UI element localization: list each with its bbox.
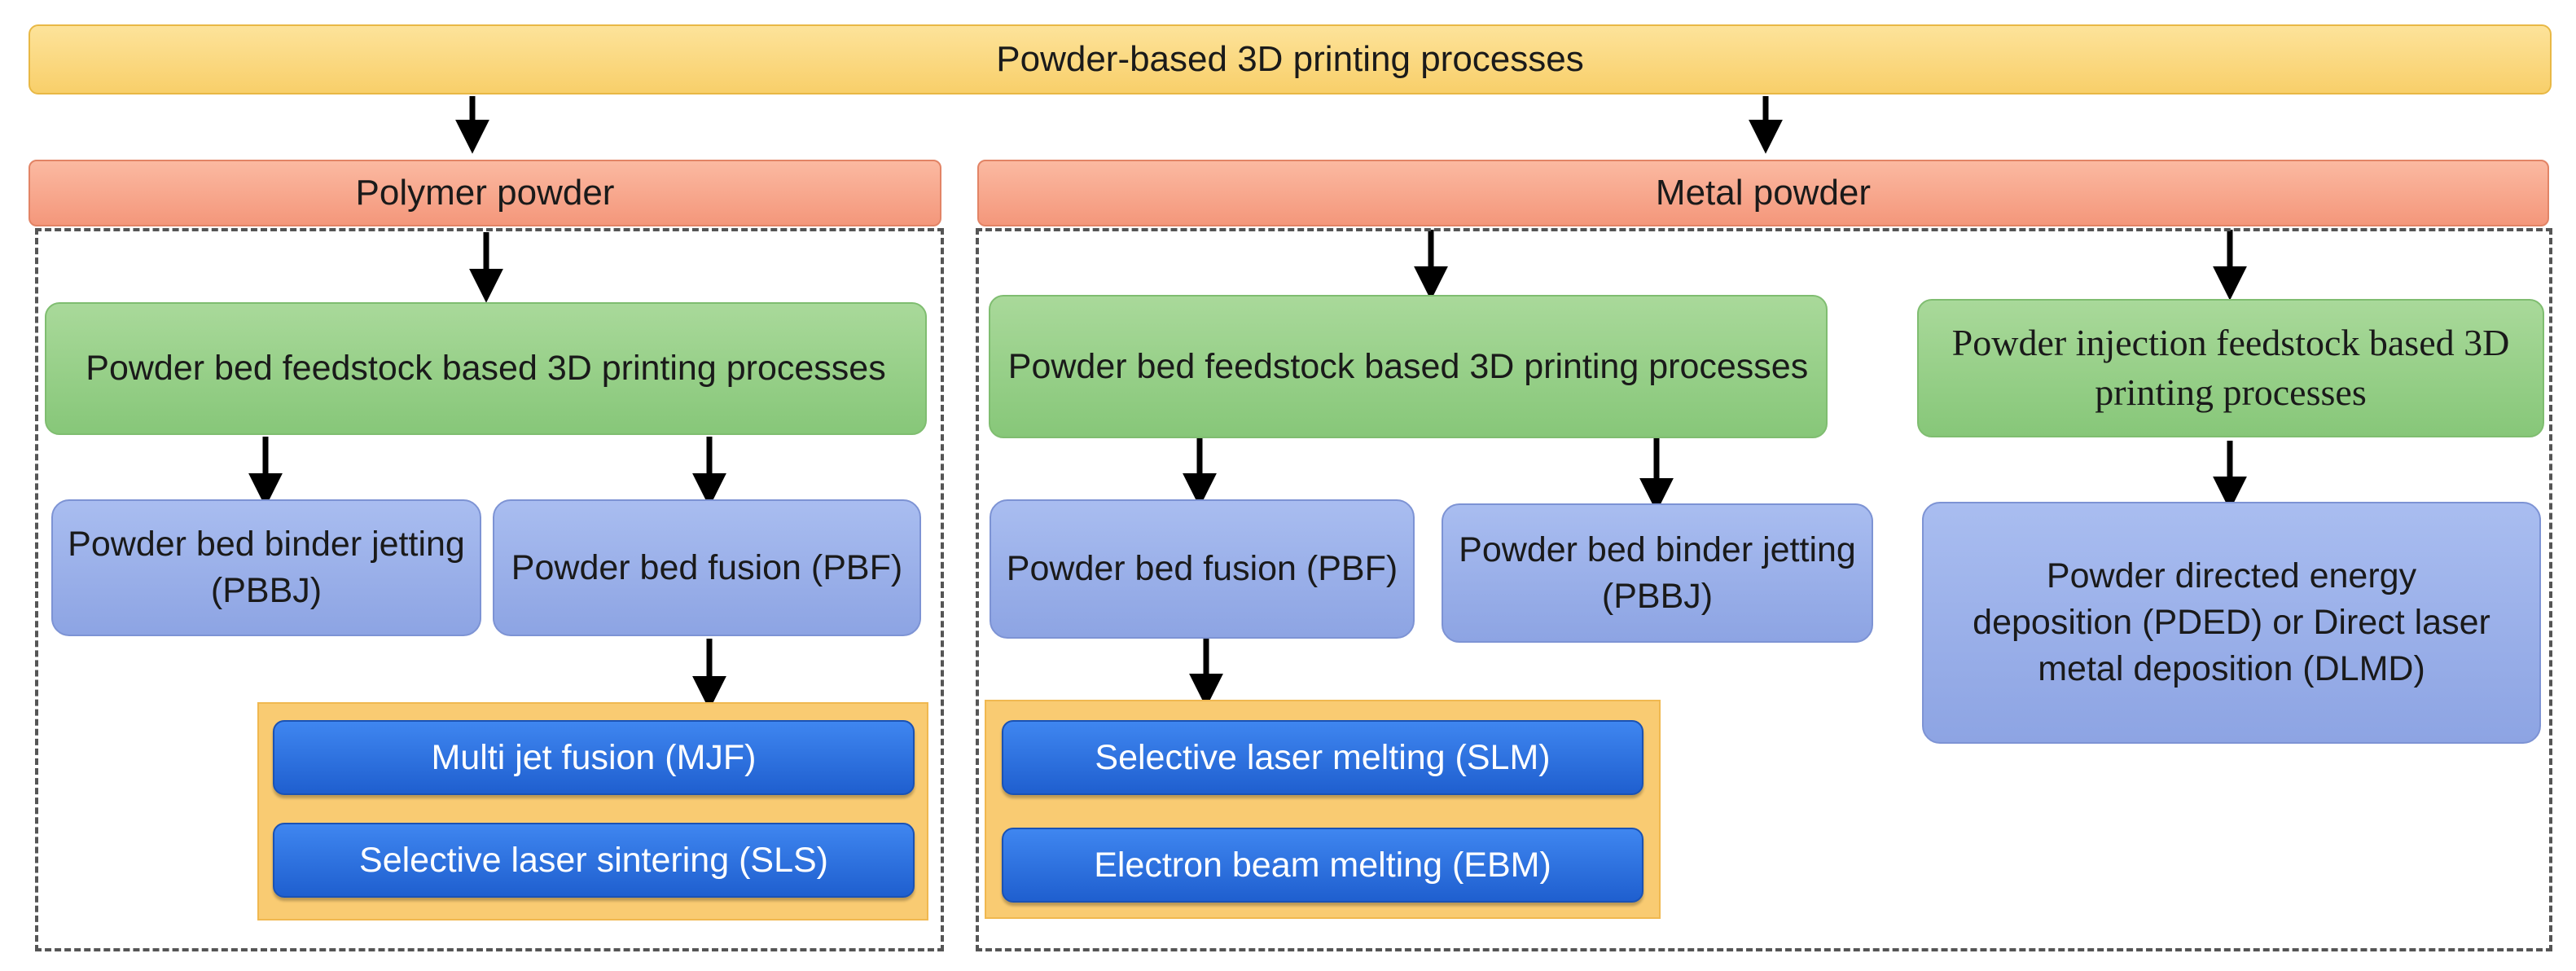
polymer-powder-header: Polymer powder [29, 160, 941, 226]
ebm-method: Electron beam melting (EBM) [1002, 828, 1643, 903]
polymer-bed-fusion-node: Powder bed fusion (PBF) [493, 499, 921, 636]
slm-method: Selective laser melting (SLM) [1002, 720, 1643, 795]
metal-bed-feedstock-node: Powder bed feedstock based 3D printing p… [989, 295, 1828, 438]
diagram-title: Powder-based 3D printing processes [29, 24, 2552, 94]
metal-bed-fusion-node: Powder bed fusion (PBF) [990, 499, 1415, 639]
metal-ded-node: Powder directed energy deposition (PDED)… [1922, 502, 2541, 744]
polymer-binder-jetting-node: Powder bed binder jetting (PBBJ) [51, 499, 481, 636]
metal-powder-header: Metal powder [977, 160, 2549, 226]
mjf-method: Multi jet fusion (MJF) [273, 720, 915, 795]
metal-binder-jetting-node: Powder bed binder jetting (PBBJ) [1442, 503, 1873, 643]
sls-method: Selective laser sintering (SLS) [273, 823, 915, 898]
metal-group-frame [976, 228, 2552, 951]
polymer-group-frame [35, 228, 944, 951]
metal-injection-feedstock-node: Powder injection feedstock based 3D prin… [1917, 299, 2544, 437]
polymer-bed-feedstock-node: Powder bed feedstock based 3D printing p… [45, 302, 927, 435]
